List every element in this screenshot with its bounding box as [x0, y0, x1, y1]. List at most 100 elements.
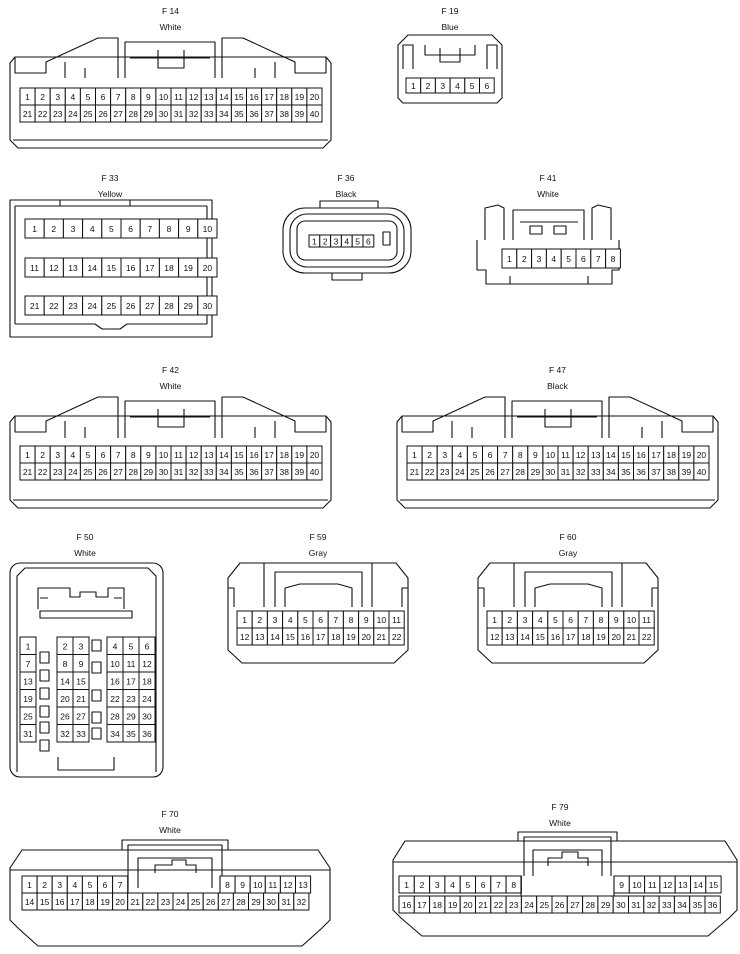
svg-text:12: 12 — [490, 632, 500, 642]
f33-pin-14: 14 — [82, 257, 103, 278]
svg-text:21: 21 — [131, 897, 141, 907]
svg-text:3: 3 — [334, 237, 339, 247]
svg-text:11: 11 — [648, 880, 657, 890]
svg-text:36: 36 — [142, 729, 152, 739]
f60-connector-color: Gray — [559, 548, 578, 558]
f14-pin-39: 39 — [291, 104, 308, 123]
svg-text:6: 6 — [568, 615, 573, 625]
svg-text:21: 21 — [30, 301, 40, 311]
f50-pin-3: 3 — [72, 636, 90, 655]
svg-text:14: 14 — [60, 676, 70, 686]
f42-pin-19: 19 — [291, 445, 308, 464]
f60-pin-22: 22 — [638, 627, 655, 646]
f14-pin-12: 12 — [185, 87, 202, 106]
f59-pin-3: 3 — [266, 610, 284, 629]
f33-pin-16: 16 — [120, 257, 141, 278]
f79-connector-color: White — [549, 818, 571, 828]
f14-pin-18: 18 — [276, 87, 293, 106]
svg-text:6: 6 — [101, 92, 106, 102]
svg-text:5: 5 — [109, 224, 114, 234]
f42-pin-18: 18 — [276, 445, 293, 464]
svg-text:13: 13 — [678, 880, 688, 890]
f70-pin-10: 10 — [249, 875, 266, 894]
f59-pin-20: 20 — [358, 627, 375, 646]
f50-guide-slot — [91, 689, 102, 702]
svg-text:6: 6 — [484, 81, 489, 91]
svg-text:7: 7 — [118, 880, 123, 890]
svg-text:25: 25 — [107, 301, 117, 311]
connector-f41-body — [476, 204, 620, 285]
f42-pin-12: 12 — [185, 445, 202, 464]
f41-pin-6: 6 — [575, 248, 592, 269]
f50-guide-slot — [91, 711, 102, 724]
f33-pin-29: 29 — [178, 295, 199, 316]
svg-text:8: 8 — [167, 224, 172, 234]
svg-text:15: 15 — [234, 450, 244, 460]
svg-text:9: 9 — [146, 450, 151, 460]
f19-pin-4: 4 — [449, 77, 466, 94]
svg-text:7: 7 — [583, 615, 588, 625]
svg-text:13: 13 — [255, 632, 265, 642]
f42-connector-name: F 42 — [162, 365, 179, 375]
svg-text:3: 3 — [57, 880, 62, 890]
f79-pin-6: 6 — [475, 875, 492, 894]
svg-text:5: 5 — [355, 237, 360, 247]
svg-text:28: 28 — [129, 467, 139, 477]
f42-pin-37: 37 — [261, 462, 278, 481]
f60-pin-8: 8 — [592, 610, 610, 629]
svg-text:3: 3 — [537, 254, 542, 264]
svg-text:2: 2 — [42, 880, 47, 890]
f47-pin-24: 24 — [451, 462, 468, 481]
svg-text:20: 20 — [611, 632, 621, 642]
f70-pin-26: 26 — [202, 892, 219, 911]
f79-pin-30: 30 — [612, 895, 630, 914]
svg-text:4: 4 — [70, 92, 75, 102]
svg-text:7: 7 — [116, 450, 121, 460]
f70-pin-2: 2 — [36, 875, 53, 894]
svg-text:32: 32 — [576, 467, 586, 477]
svg-text:30: 30 — [203, 301, 213, 311]
svg-text:1: 1 — [27, 880, 32, 890]
f41-pin-5: 5 — [560, 248, 577, 269]
svg-text:1: 1 — [404, 880, 409, 890]
f60-pin-9: 9 — [608, 610, 625, 629]
f47-pin-35: 35 — [617, 462, 635, 481]
f79-pin-21: 21 — [475, 895, 492, 914]
svg-text:22: 22 — [494, 900, 504, 910]
f60-pin-5: 5 — [547, 610, 564, 629]
f59-pin-9: 9 — [358, 610, 375, 629]
f50-pin-16: 16 — [106, 671, 124, 690]
svg-text:13: 13 — [204, 450, 214, 460]
connector-f79-body — [392, 831, 738, 937]
svg-text:4: 4 — [457, 450, 462, 460]
f70-pin-11: 11 — [264, 875, 281, 894]
f19-pin-1: 1 — [405, 77, 422, 94]
svg-text:12: 12 — [142, 659, 152, 669]
f42-pin-15: 15 — [230, 445, 247, 464]
svg-text:39: 39 — [295, 109, 305, 119]
f79-pin-25: 25 — [536, 895, 553, 914]
svg-text:8: 8 — [131, 92, 136, 102]
svg-text:9: 9 — [614, 615, 619, 625]
f50-pin-27: 27 — [72, 706, 90, 725]
f70-pin-1: 1 — [21, 875, 38, 894]
f33-pin-24: 24 — [82, 295, 103, 316]
f60-pin-1: 1 — [486, 610, 503, 629]
svg-text:19: 19 — [183, 263, 193, 273]
svg-text:18: 18 — [280, 450, 290, 460]
f42-pin-13: 13 — [200, 445, 217, 464]
svg-text:23: 23 — [68, 301, 78, 311]
f14-pin-40: 40 — [306, 104, 323, 123]
f14-connector-name: F 14 — [162, 6, 179, 16]
f47-pin-17: 17 — [648, 445, 665, 464]
f33-pin-20: 20 — [197, 257, 218, 278]
f14-pin-20: 20 — [306, 87, 323, 106]
svg-text:30: 30 — [616, 900, 626, 910]
f47-pin-12: 12 — [572, 445, 589, 464]
f60-pin-17: 17 — [562, 627, 579, 646]
svg-text:26: 26 — [98, 467, 108, 477]
f42-pin-21: 21 — [19, 462, 36, 481]
connector-f42-body — [9, 396, 332, 509]
svg-text:34: 34 — [606, 467, 616, 477]
svg-text:10: 10 — [253, 880, 263, 890]
